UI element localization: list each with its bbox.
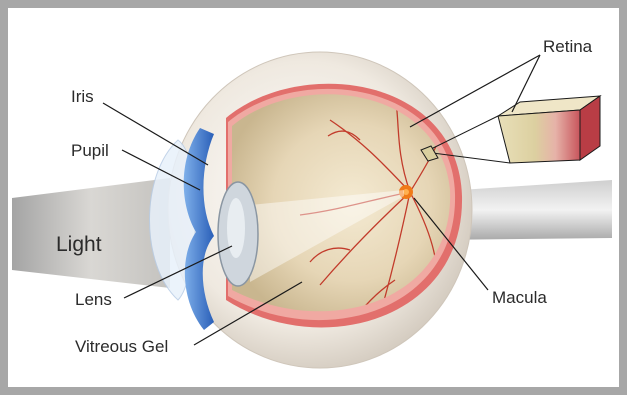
label-macula: Macula	[492, 288, 547, 307]
label-light: Light	[56, 233, 102, 256]
label-lens: Lens	[75, 290, 112, 309]
label-retina: Retina	[543, 37, 593, 56]
label-vitreous-gel: Vitreous Gel	[75, 337, 168, 356]
label-pupil: Pupil	[71, 141, 109, 160]
label-iris: Iris	[71, 87, 94, 106]
